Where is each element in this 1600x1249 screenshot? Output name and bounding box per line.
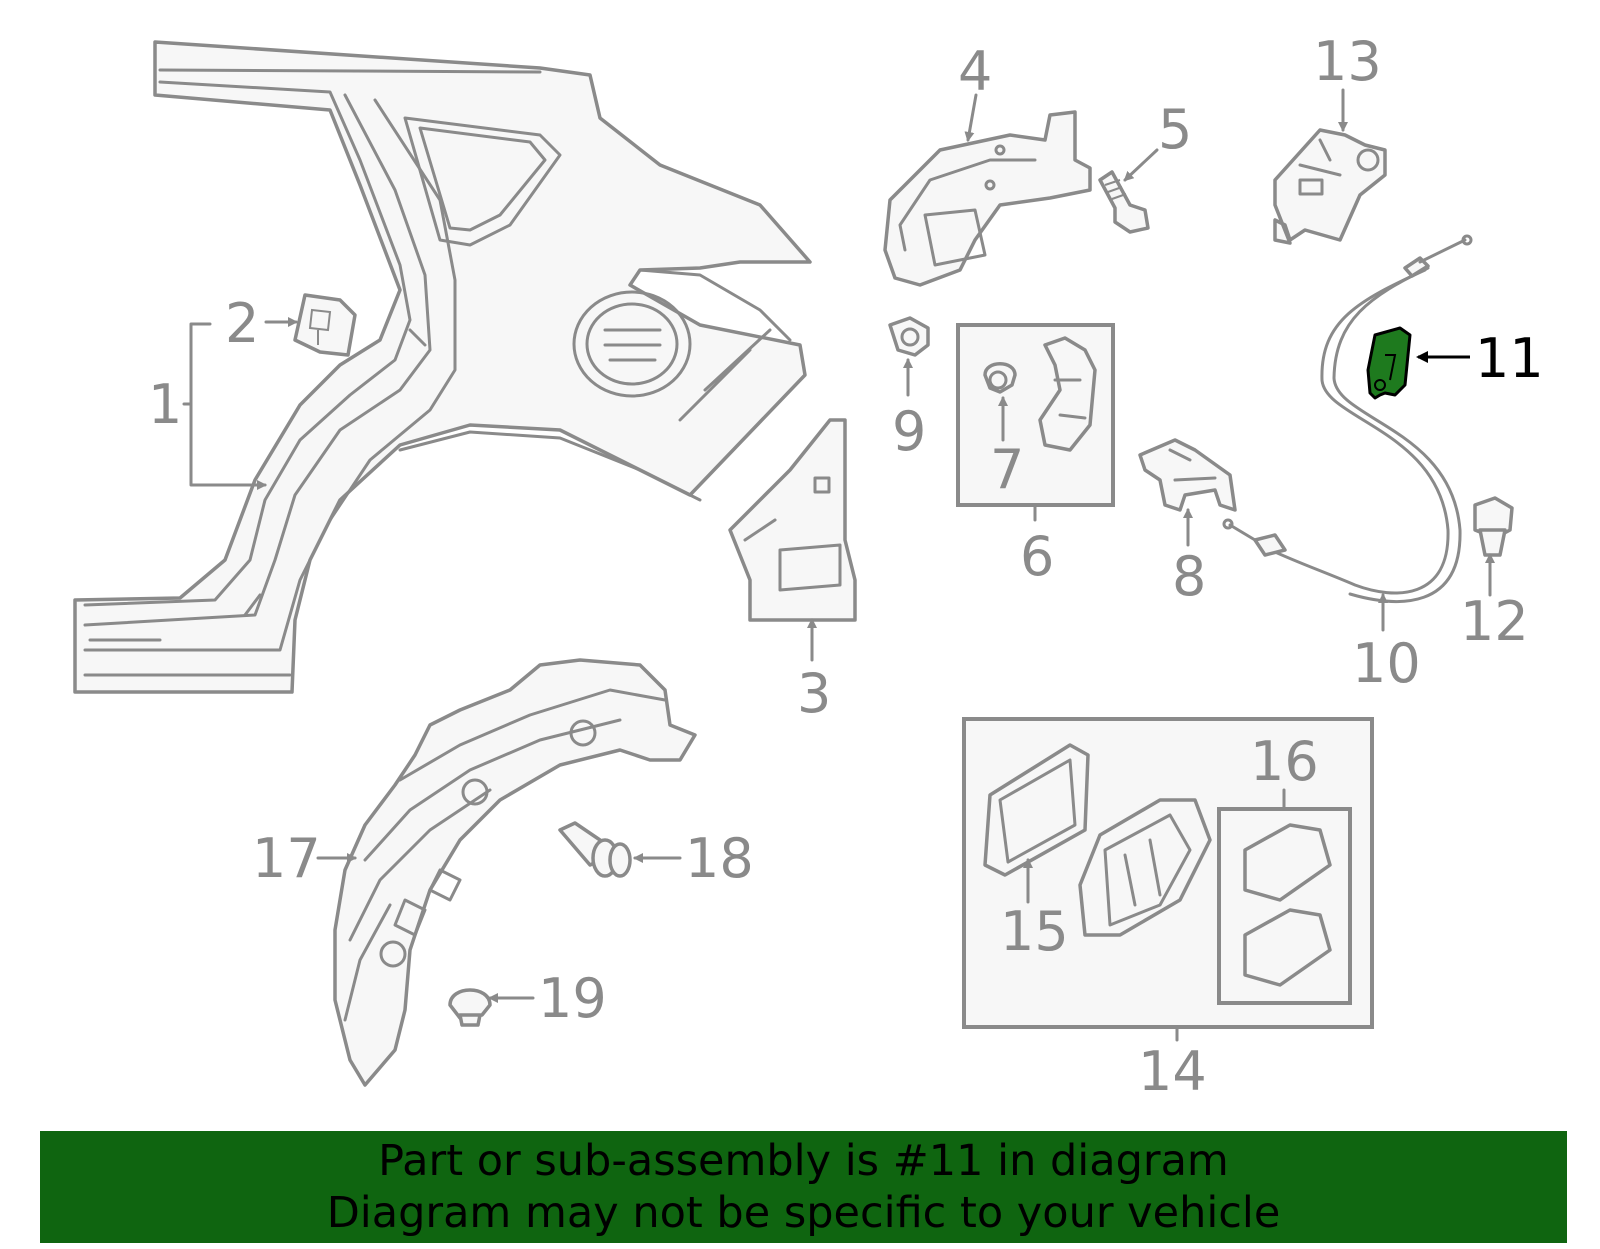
- callout-leaders: [182, 88, 1495, 1042]
- callout-9: 9: [892, 400, 926, 463]
- nut-part-19: [448, 988, 492, 1027]
- bolt-part-5: [1098, 170, 1150, 234]
- banner-line-part: Part or sub-assembly is #11 in diagram: [378, 1136, 1229, 1186]
- part-group-box-6: [956, 323, 1115, 507]
- callout-3: 3: [797, 662, 831, 725]
- small-bracket-part-2: [293, 293, 357, 357]
- callout-12: 12: [1460, 590, 1529, 653]
- callout-6: 6: [1020, 525, 1054, 588]
- fuel-door-latch-part-13: [1273, 128, 1387, 245]
- fuel-door-part-4: [883, 110, 1092, 287]
- callout-13: 13: [1313, 30, 1382, 93]
- callout-5: 5: [1158, 98, 1192, 161]
- callout-8: 8: [1172, 545, 1206, 608]
- release-cable-part-10: [1222, 234, 1473, 603]
- wheel-arch-liner-part-17: [333, 658, 697, 1087]
- callout-16: 16: [1250, 730, 1319, 793]
- notice-banner: Part or sub-assembly is #11 in diagram D…: [40, 1131, 1567, 1243]
- cable-clip-part-11: [1366, 326, 1412, 400]
- push-pin-clip-part-18: [558, 821, 632, 878]
- housing-bracket-part-8: [1138, 438, 1237, 512]
- part-group-box-14: [962, 717, 1374, 1029]
- inner-panel-bracket-part-3: [728, 418, 857, 622]
- callout-4: 4: [958, 40, 992, 103]
- callout-7: 7: [990, 438, 1024, 501]
- callout-1: 1: [148, 373, 182, 436]
- quarter-panel-part: [73, 40, 812, 694]
- banner-line-disclaimer: Diagram may not be specific to your vehi…: [326, 1188, 1281, 1238]
- callout-2: 2: [225, 292, 259, 355]
- callout-18: 18: [685, 827, 754, 890]
- grommet-part-12: [1473, 496, 1514, 557]
- nut-part-9: [888, 316, 930, 357]
- callout-11: 11: [1475, 327, 1544, 390]
- callout-17: 17: [252, 827, 321, 890]
- callout-19: 19: [538, 967, 607, 1030]
- callout-10: 10: [1352, 632, 1421, 695]
- callout-15: 15: [1000, 900, 1069, 963]
- callout-14: 14: [1138, 1040, 1207, 1103]
